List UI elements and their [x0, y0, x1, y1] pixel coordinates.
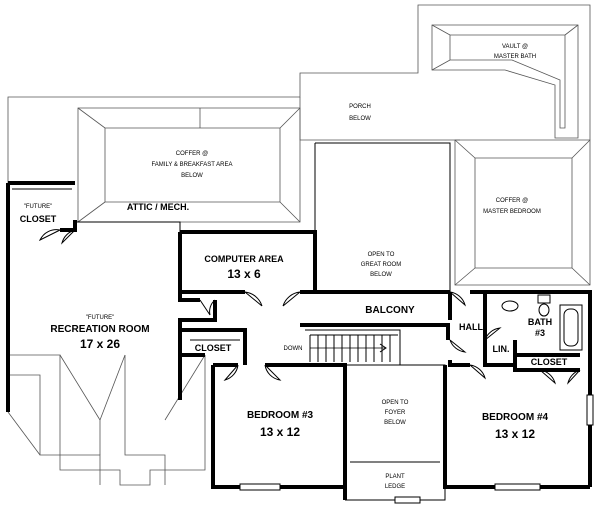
vault-label: VAULT @ — [502, 44, 528, 50]
coffer-family-area-label: FAMILY & BREAKFAST AREA — [151, 162, 232, 168]
hall-label: HALL — [459, 322, 483, 332]
closet-mid-label: CLOSET — [195, 343, 232, 353]
bedroom3-size: 13 x 12 — [260, 425, 300, 439]
balcony-label: BALCONY — [365, 305, 415, 316]
vault-master-bath-label: MASTER BATH — [494, 54, 536, 60]
bedroom3-label: BEDROOM #3 — [247, 410, 314, 421]
future-closet-label: CLOSET — [20, 214, 57, 224]
closet-right-label: CLOSET — [531, 357, 568, 367]
coffer-family-below-label: BELOW — [181, 173, 203, 179]
bedroom4-label: BEDROOM #4 — [482, 412, 549, 423]
bath-fixtures — [501, 294, 583, 351]
rec-room-future-label: "FUTURE" — [86, 315, 115, 321]
door-swings — [38, 229, 581, 385]
open-foyer-below: BELOW — [384, 420, 406, 426]
coffer-family-label: COFFER @ — [176, 151, 208, 157]
lin-label: LIN. — [493, 344, 510, 354]
roof-outlines — [7, 4, 591, 486]
coffer-master-bedroom-label: MASTER BEDROOM — [483, 209, 541, 215]
open-foyer-name: FOYER — [385, 410, 406, 416]
plant-ledge-name: LEDGE — [385, 484, 405, 490]
coffer-master-label: COFFER @ — [496, 198, 528, 204]
walls — [6, 142, 592, 501]
bath3-label: BATH — [528, 317, 552, 327]
open-great-room-below: BELOW — [370, 272, 392, 278]
future-closet-future-label: "FUTURE" — [24, 204, 53, 210]
stair-down-label: DOWN — [284, 346, 303, 352]
computer-area-label: COMPUTER AREA — [204, 254, 284, 264]
plant-ledge-label: PLANT — [385, 474, 405, 480]
attic-label: ATTIC / MECH. — [127, 202, 189, 212]
porch-label: PORCH — [349, 104, 371, 110]
bedroom4-size: 13 x 12 — [495, 427, 535, 441]
windows — [239, 394, 594, 504]
porch-below-label: BELOW — [349, 116, 371, 122]
rec-room-label: RECREATION ROOM — [50, 324, 149, 335]
open-great-room-label: OPEN TO — [368, 252, 395, 258]
bath3-number: #3 — [535, 328, 545, 338]
stairs — [309, 334, 398, 362]
open-great-room-name: GREAT ROOM — [361, 262, 401, 268]
computer-area-size: 13 x 6 — [227, 267, 261, 281]
rec-room-size: 17 x 26 — [80, 337, 120, 351]
open-foyer-label: OPEN TO — [382, 400, 409, 406]
